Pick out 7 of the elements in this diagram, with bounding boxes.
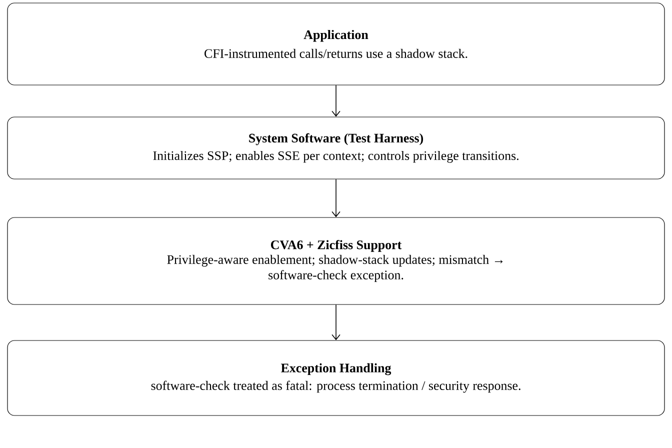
arrow	[332, 304, 340, 340]
arrow	[332, 84, 340, 117]
process-box: Exception Handling software-check treated as fatal: process termination / security response.	[7, 340, 665, 416]
arrow	[332, 178, 340, 218]
process-box: CVA6 + Zicfiss Support Privilege-aware enablement; shadow-stack updates; mismatch → software-check exception.	[7, 217, 665, 305]
process-box: System Software (Test Harness) Initializes SSP; enables SSE per context; controls privilege transitions.	[7, 116, 665, 180]
process-box: Application CFI-instrumented calls/returns use a shadow stack.	[7, 2, 665, 86]
